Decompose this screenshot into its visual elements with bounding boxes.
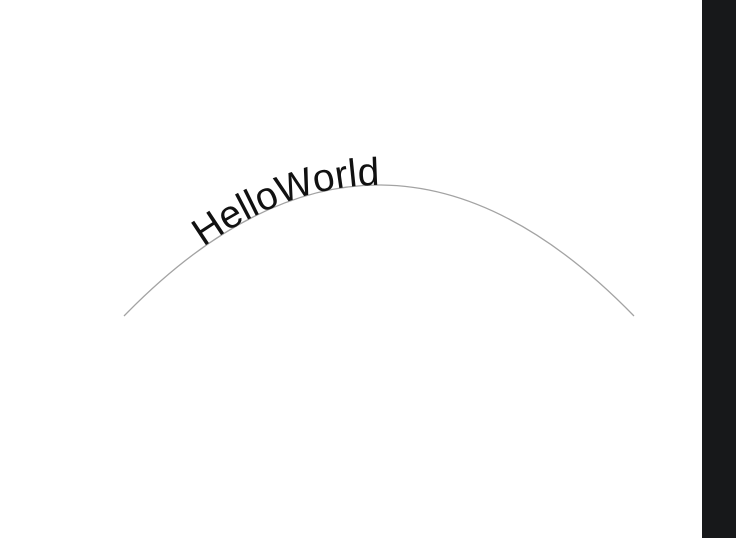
- drawing-canvas[interactable]: HelloWorld: [0, 0, 702, 538]
- curved-text-graphic: HelloWorld: [123, 151, 635, 317]
- arc-path[interactable]: [123, 184, 635, 317]
- curved-text[interactable]: HelloWorld: [185, 151, 381, 255]
- right-side-panel: [702, 0, 736, 538]
- curved-text-content: HelloWorld: [185, 151, 381, 255]
